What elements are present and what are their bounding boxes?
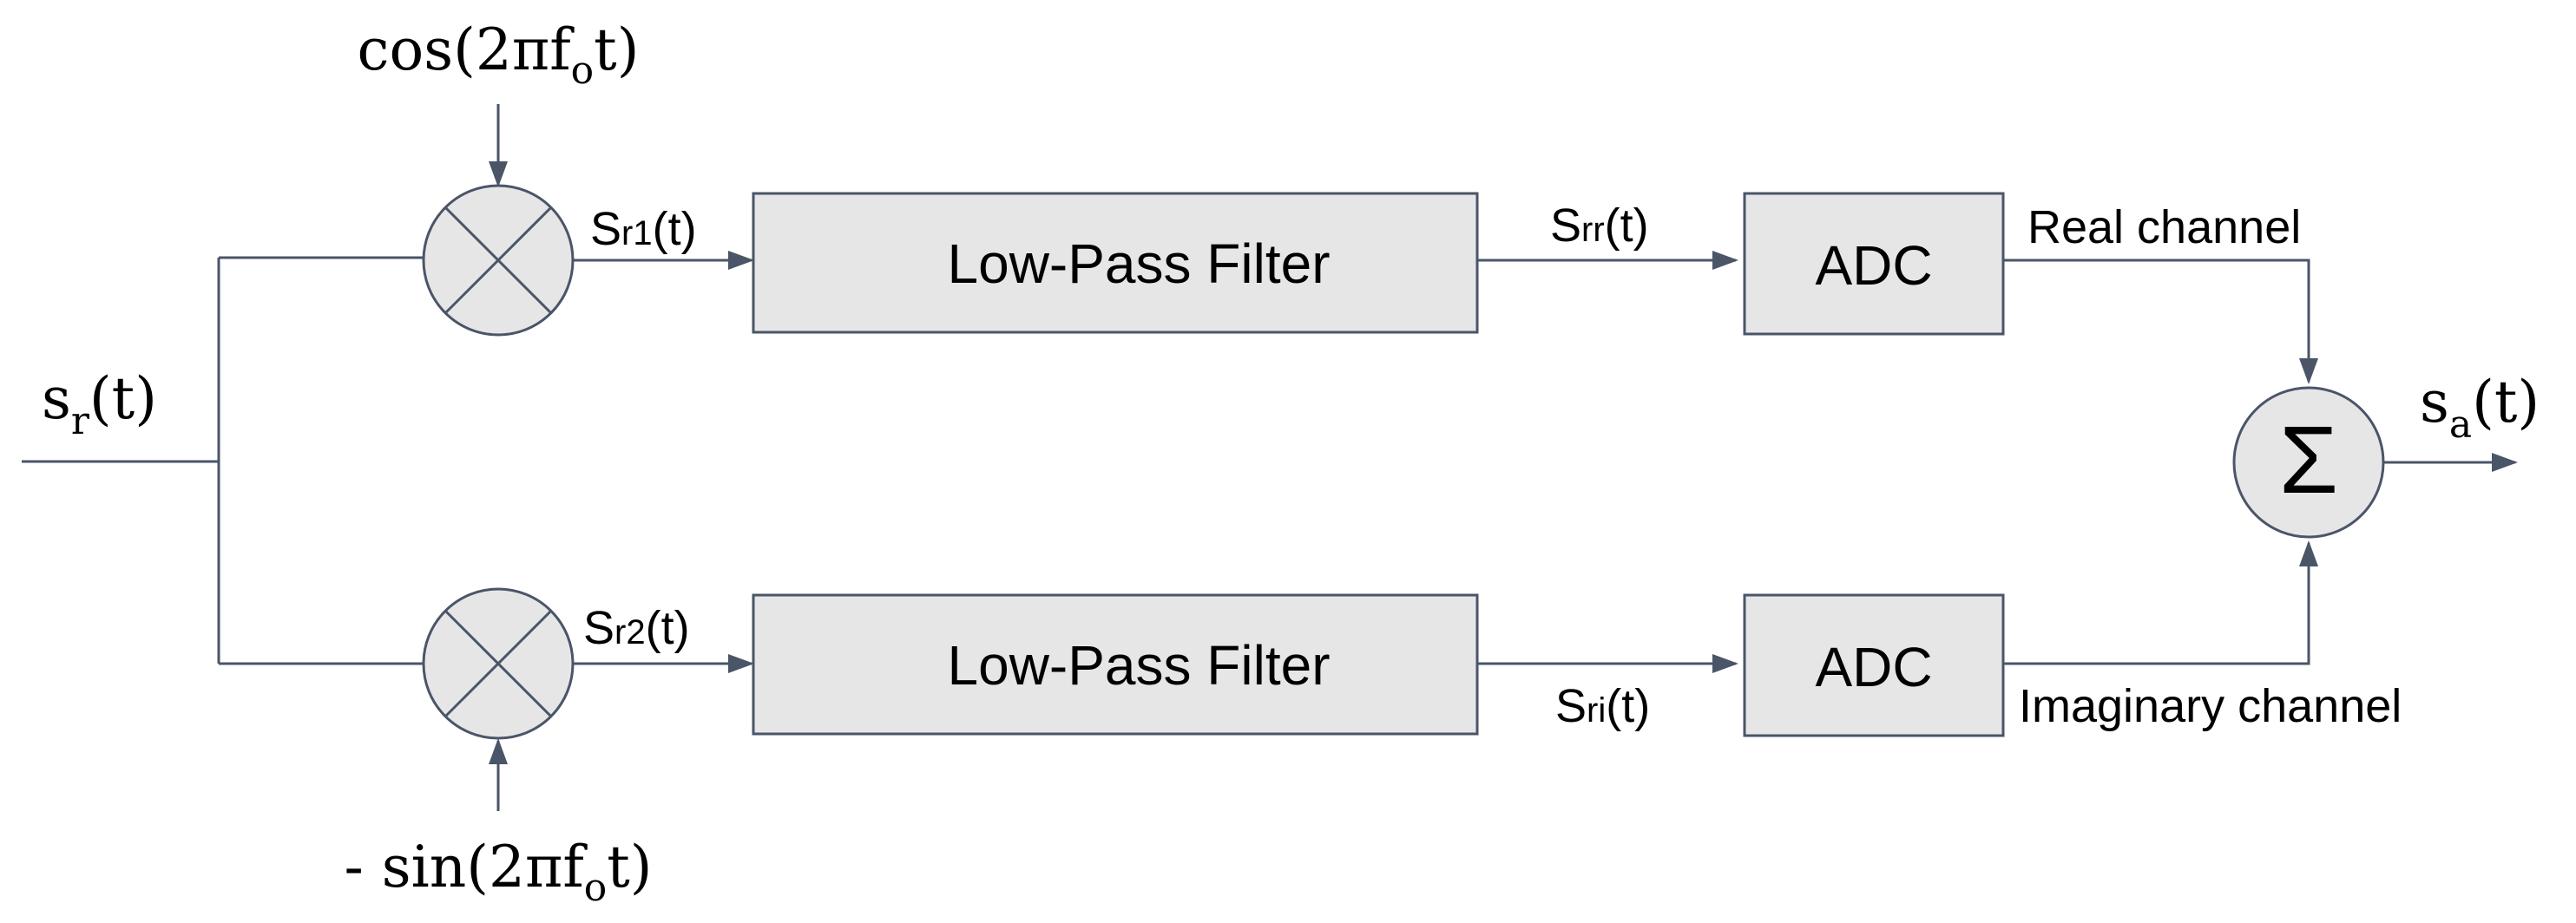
top-lo-label: cos(2πfot) xyxy=(358,16,640,93)
input-signal: sr(t) xyxy=(22,258,220,664)
imaginary-channel-wire xyxy=(2003,540,2318,665)
bottom-lpf-label: Low-Pass Filter xyxy=(948,634,1331,697)
output-label: sa(t) xyxy=(2420,369,2540,447)
real-channel-label: Real channel xyxy=(2027,201,2301,253)
bottom-mixer xyxy=(422,587,575,740)
bottom-low-pass-filter: Low-Pass Filter xyxy=(752,593,1479,736)
summer: Σ xyxy=(2232,386,2385,539)
bottom-branch: - sin(2πfot) Sr2(t) Low-Pass Filter Sri(… xyxy=(219,540,2402,910)
multiplier-cross-b xyxy=(444,609,553,718)
multiplier-cross-b xyxy=(444,206,553,315)
summation-icon: Σ xyxy=(2279,407,2338,514)
imaginary-channel-label: Imaginary channel xyxy=(2019,680,2402,732)
top-branch: cos(2πfot) Sr1(t) Low-Pass Filter Srr(t)… xyxy=(219,16,2318,384)
top-lpf-output-label: Srr(t) xyxy=(1550,200,1649,252)
top-lpf-box xyxy=(752,192,1479,334)
bottom-adc: ADC xyxy=(1743,593,2005,737)
input-label: sr(t) xyxy=(42,365,157,443)
bottom-adc-label: ADC xyxy=(1815,636,1932,698)
bottom-mixer-output-label: Sr2(t) xyxy=(583,602,690,654)
top-mixer xyxy=(422,184,575,337)
real-channel-wire xyxy=(2003,259,2318,384)
top-adc: ADC xyxy=(1743,192,2005,336)
bottom-lpf-box xyxy=(752,593,1479,736)
top-mixer-output-label: Sr1(t) xyxy=(590,203,697,255)
top-adc-box xyxy=(1743,192,2005,336)
bottom-lpf-output-label: Sri(t) xyxy=(1555,680,1650,732)
top-adc-label: ADC xyxy=(1815,234,1932,297)
bottom-lo-label: - sin(2πfot) xyxy=(344,834,652,910)
top-low-pass-filter: Low-Pass Filter xyxy=(752,192,1479,334)
bottom-adc-box xyxy=(1743,593,2005,737)
top-lpf-label: Low-Pass Filter xyxy=(948,232,1331,295)
